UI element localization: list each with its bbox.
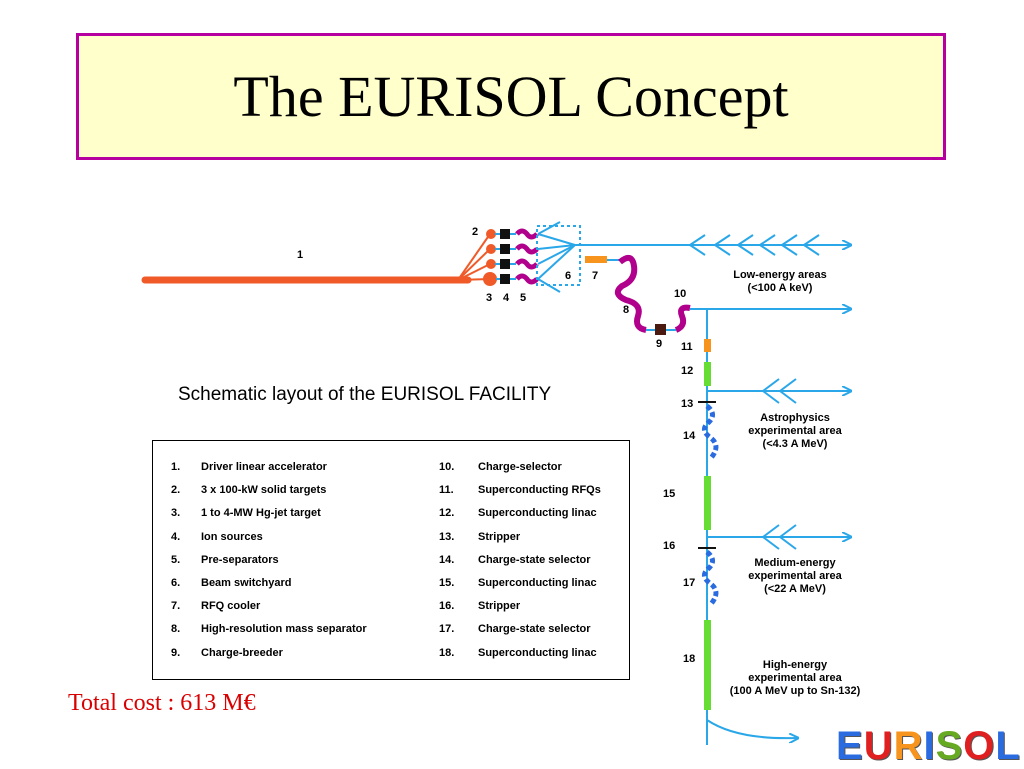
label-15: 15 — [663, 488, 676, 500]
label-1: 1 — [297, 249, 304, 261]
legend-item: Superconducting linac — [478, 646, 597, 659]
legend-item: Beam switchyard — [201, 577, 292, 589]
diagram-subtitle: Schematic layout of the EURISOL FACILITY — [178, 384, 552, 405]
legend-item: Charge-selector — [478, 461, 562, 473]
title-box: The EURISOL Concept — [76, 33, 946, 160]
logo-letter: E — [836, 724, 864, 768]
legend-item: High-resolution mass separator — [201, 623, 367, 636]
legend-item: Charge-breeder — [201, 646, 283, 659]
legend-item: RFQ cooler — [201, 600, 261, 613]
legend-item: Superconducting linac — [478, 577, 597, 589]
beam-switchyard-box — [536, 225, 581, 286]
legend-number: 18. — [439, 646, 455, 659]
ion-sources — [500, 229, 510, 284]
astro-area-label: Astrophysics experimental area (<4.3 A M… — [748, 412, 842, 450]
legend-number: 8. — [171, 623, 181, 636]
high-branch — [706, 719, 797, 738]
legend-number: 13. — [439, 530, 455, 543]
legend-item: 1 to 4-MW Hg-jet target — [201, 507, 321, 520]
label-6: 6 — [565, 270, 572, 282]
logo-letter: L — [995, 724, 1021, 768]
legend-number: 3. — [171, 507, 181, 520]
legend-number: 5. — [171, 553, 181, 566]
logo-letter: U — [863, 724, 894, 768]
legend-box: 1. Driver linear accelerator 2. 3 x 100-kW … — [152, 440, 630, 680]
legend-item: Stripper — [478, 530, 521, 543]
sc-linac-3 — [704, 620, 711, 710]
legend-item: Charge-state selector — [478, 623, 591, 636]
label-5: 5 — [520, 292, 527, 304]
legend-number: 15. — [439, 577, 455, 589]
charge-state-selector-2 — [702, 550, 719, 606]
legend-item: Charge-state selector — [478, 553, 591, 566]
low-energy-area-label: Low-energy areas (<100 A keV) — [733, 269, 827, 294]
label-17: 17 — [683, 577, 696, 589]
label-3: 3 — [486, 292, 493, 304]
logo-letter: S — [935, 724, 964, 768]
targets — [483, 229, 497, 286]
medium-branch — [707, 524, 850, 550]
label-8: 8 — [623, 304, 630, 316]
pre-separators — [515, 228, 539, 285]
label-18: 18 — [683, 653, 696, 665]
label-10: 10 — [674, 288, 687, 300]
legend-number: 14. — [439, 553, 455, 566]
legend-item: Superconducting RFQs — [478, 484, 601, 497]
total-cost: Total cost : 613 M€ — [68, 690, 256, 716]
medium-area-label: Medium-energy experimental area (<22 A M… — [748, 557, 842, 595]
mass-separator — [614, 254, 647, 333]
rfq-cooler — [585, 256, 607, 263]
label-7: 7 — [592, 270, 599, 282]
legend-number: 12. — [439, 507, 455, 520]
logo-letter: R — [893, 724, 924, 768]
slide-title: The EURISOL Concept — [233, 64, 789, 129]
label-11: 11 — [681, 341, 693, 353]
logo-letter: I — [923, 724, 936, 768]
low-energy-branches — [689, 234, 820, 256]
legend-number: 16. — [439, 600, 455, 613]
logo-letter: O — [963, 724, 996, 768]
legend-number: 2. — [171, 484, 181, 497]
legend-number: 11. — [439, 484, 454, 497]
label-16: 16 — [663, 540, 676, 552]
label-9: 9 — [656, 338, 663, 350]
legend-item: Superconducting linac — [478, 507, 597, 520]
label-13: 13 — [681, 398, 694, 410]
label-12: 12 — [681, 365, 694, 377]
eurisol-logo: EURISOL — [836, 724, 1021, 769]
connectors — [495, 233, 516, 280]
charge-state-selector-1 — [702, 404, 719, 460]
legend-number: 10. — [439, 461, 455, 473]
sc-linac-1 — [704, 362, 711, 386]
legend-number: 6. — [171, 577, 181, 589]
label-14: 14 — [683, 430, 696, 442]
sc-linac-2 — [704, 476, 711, 530]
legend-item: 3 x 100-kW solid targets — [201, 484, 327, 497]
high-area-label: High-energy experimental area (100 A MeV… — [729, 659, 861, 697]
label-2: 2 — [472, 226, 479, 238]
legend-item: Ion sources — [201, 530, 263, 543]
legend-number: 17. — [439, 623, 455, 636]
switchyard-lines — [537, 221, 576, 293]
legend-number: 1. — [171, 461, 181, 473]
target-fan — [457, 233, 491, 281]
label-4: 4 — [503, 292, 510, 304]
legend-item: Pre-separators — [201, 553, 279, 566]
legend-number: 4. — [171, 530, 181, 543]
legend-number: 7. — [171, 600, 181, 613]
legend-item: Stripper — [478, 600, 521, 613]
charge-breeder — [655, 324, 666, 335]
legend-number: 9. — [171, 646, 181, 659]
legend-item: Driver linear accelerator — [201, 461, 327, 473]
astro-branch — [707, 378, 850, 404]
charge-selector — [674, 304, 691, 333]
sc-rfq — [704, 339, 711, 352]
